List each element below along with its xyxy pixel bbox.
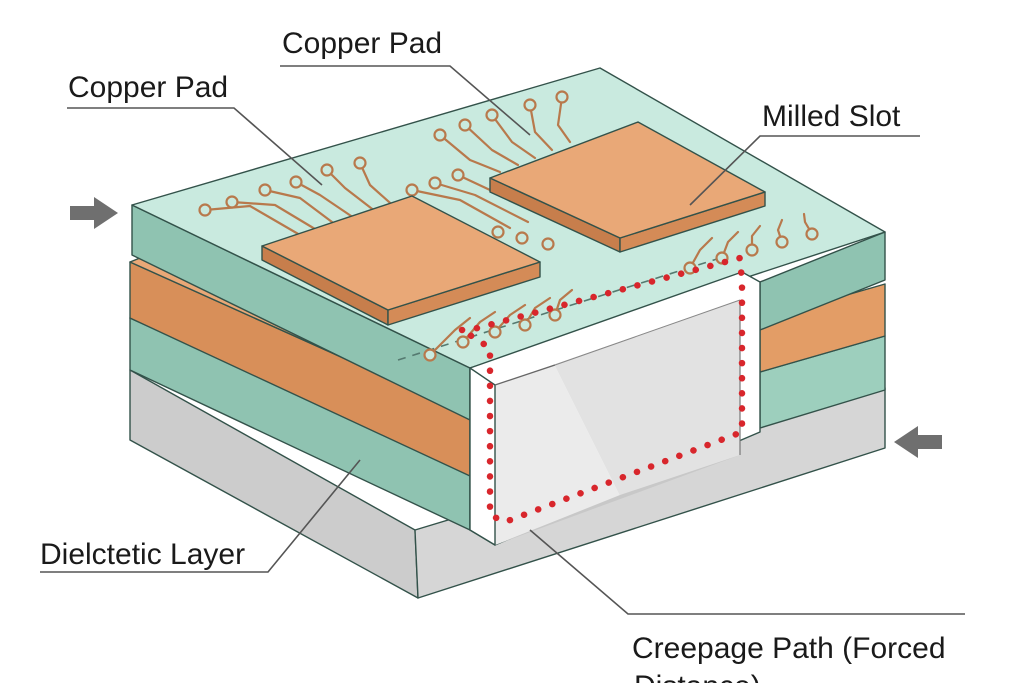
leader-lines (40, 65, 965, 615)
traces-left (203, 161, 574, 357)
creepage-path-label-line1: Creepage Path (Forced (632, 632, 946, 665)
creepage-path-label-line2: Distance) (634, 670, 761, 683)
copper-pad-right (489, 121, 766, 253)
copper-pad-right-label: Copper Pad (282, 27, 442, 60)
creepage-path (458, 253, 746, 526)
dielectric-layer-label: Dielctetic Layer (40, 538, 245, 571)
arrow-right-icon (70, 197, 118, 229)
vias-right (405, 90, 819, 275)
milled-slot (469, 271, 761, 546)
arrow-left-icon (894, 426, 942, 458)
copper-pad-left (261, 195, 541, 326)
vias-left (198, 156, 562, 362)
milled-slot-label: Milled Slot (762, 100, 901, 133)
copper-pad-left-label: Copper Pad (68, 71, 228, 104)
